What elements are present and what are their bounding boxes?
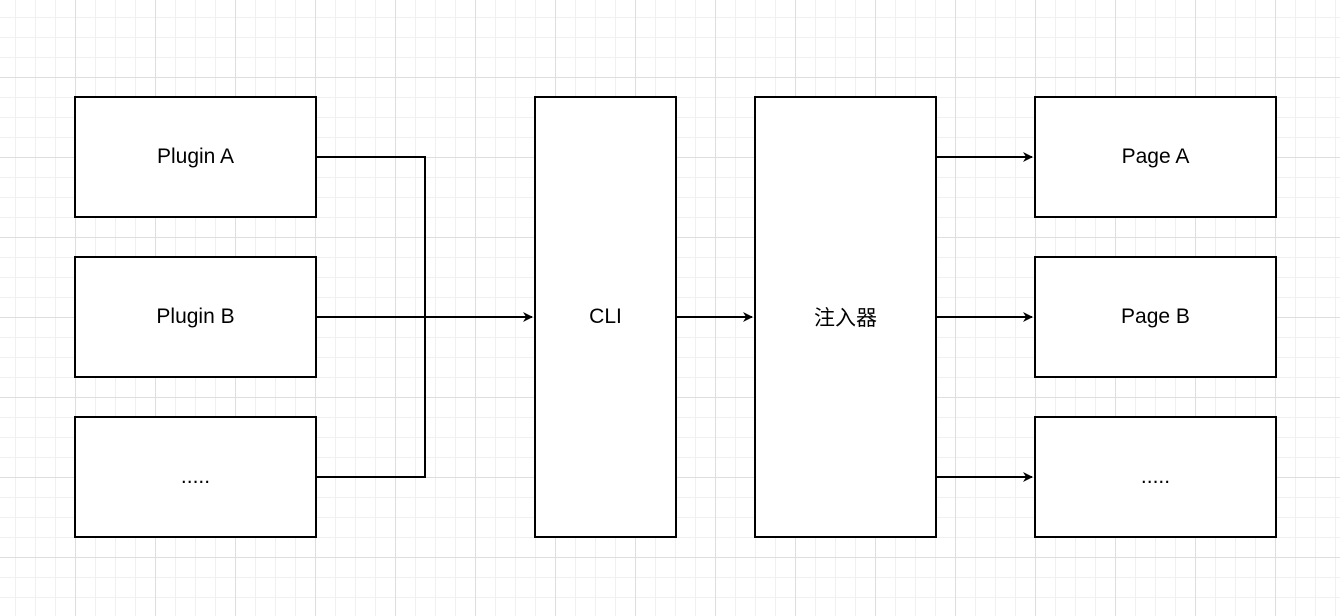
node-injector[interactable]: 注入器 xyxy=(754,96,937,538)
node-page-a[interactable]: Page A xyxy=(1034,96,1277,218)
edge-plugin-more-to-cli xyxy=(316,317,426,478)
node-page-more-label: ..... xyxy=(1140,465,1171,488)
node-plugin-a-label: Plugin A xyxy=(156,145,235,168)
node-plugin-more[interactable]: ..... xyxy=(74,416,317,538)
node-plugin-a[interactable]: Plugin A xyxy=(74,96,317,218)
node-plugin-b[interactable]: Plugin B xyxy=(74,256,317,378)
node-plugin-more-label: ..... xyxy=(180,465,211,488)
node-page-b-label: Page B xyxy=(1121,305,1190,328)
node-page-a-label: Page A xyxy=(1121,145,1190,168)
node-page-b[interactable]: Page B xyxy=(1034,256,1277,378)
node-cli-label: CLI xyxy=(589,305,622,328)
node-cli[interactable]: CLI xyxy=(534,96,677,538)
node-page-more[interactable]: ..... xyxy=(1034,416,1277,538)
node-injector-label: 注入器 xyxy=(814,307,877,330)
edge-plugin-a-to-cli xyxy=(316,156,426,317)
node-plugin-b-label: Plugin B xyxy=(156,305,235,328)
